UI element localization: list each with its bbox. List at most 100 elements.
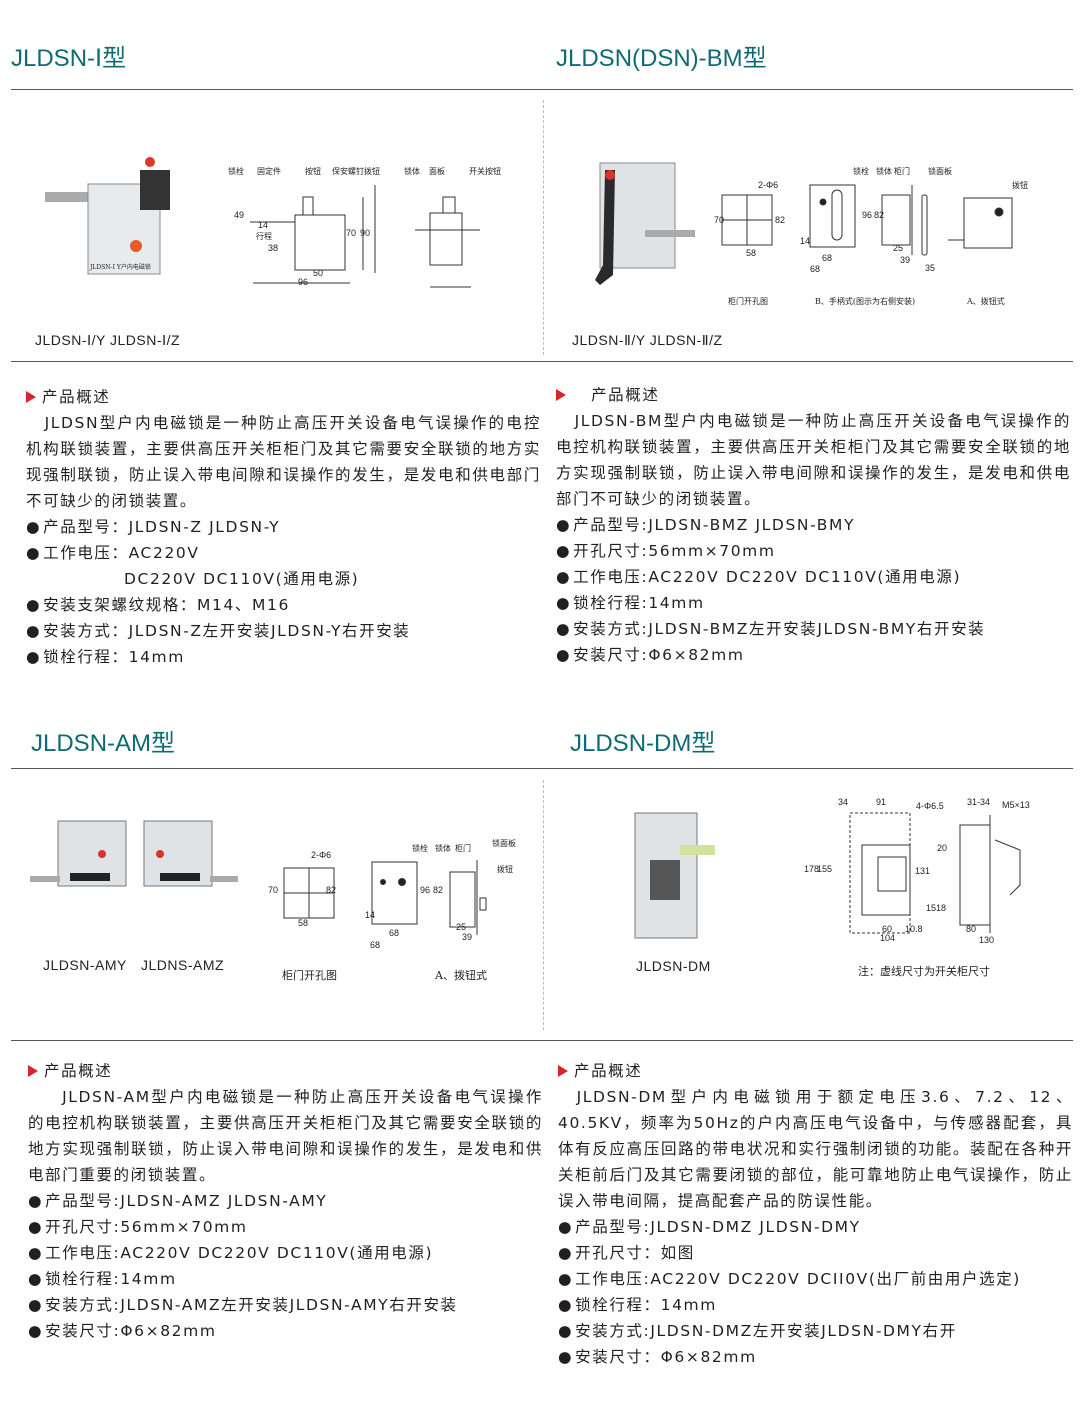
dim-label: 82 [775,215,786,225]
arrow-icon [556,389,566,401]
product-title-i: JLDSN-Ⅰ型 [11,45,127,72]
dim-label: 155 [817,864,833,874]
diagram-label: 锁栓 [228,167,244,176]
spec-item: 安装方式:JLDSN-AMZ左开安装JLDSN-AMY右开安装 [28,1292,543,1318]
diagram-label: 锁面板 [492,839,516,848]
product-caption-i: JLDSN-Ⅰ/Y JLDSN-Ⅰ/Z [35,332,181,348]
photo-label: JLDSN-Ⅰ Y户内电磁锁 [90,264,151,271]
dim-label: 70 [268,885,279,895]
dim-label: 39 [900,255,911,265]
overview-section-dm: 产品概述 JLDSN-DM型户内电磁锁用于额定电压3.6、7.2、12、40.5… [558,1058,1073,1370]
overview-section-i: 产品概述 JLDSN型户内电磁锁是一种防止高压开关设备电气误操作的电控机构联锁装… [26,384,541,670]
diagram-label: 开关按钮 [469,167,501,176]
spec-item: 安装方式：JLDSN-Z左开安装JLDSN-Y右开安装 [26,618,541,644]
product-title-dm: JLDSN-DM型 [570,730,716,757]
spec-item: 安装尺寸:Φ6×82mm [28,1318,543,1344]
product-photo-bm [595,162,695,285]
spec-item: 工作电压：AC220V [26,540,541,566]
overview-heading: 产品概述 [44,1062,113,1080]
spec-item: 产品型号：JLDSN-Z JLDSN-Y [26,514,541,540]
spec-item: 安装尺寸:Φ6×82mm [556,642,1071,668]
diagram-caption: 柜门开孔图 [282,969,337,982]
diagram-label: A、拨钮式 [967,297,1005,306]
spec-item: 锁栓行程：14mm [558,1292,1073,1318]
overview-text: JLDSN型户内电磁锁是一种防止高压开关设备电气误操作的电控机构联锁装置，主要供… [26,414,541,510]
caption-dm: JLDSN-DM [636,958,711,974]
dim-label: 68 [810,264,821,274]
spec-item: 产品型号:JLDSN-DMZ JLDSN-DMY [558,1214,1073,1240]
dim-label: 25 [893,243,904,253]
overview-section-bm: 产品概述 JLDSN-BM型户内电磁锁是一种防止高压开关设备电气误操作的电控机构… [556,382,1071,668]
diagram-label: 面板 [429,167,445,176]
dim-label: 90 [360,228,371,238]
diagram-label: 锁面板 [928,167,952,176]
arrow-icon [558,1065,568,1077]
spec-item: 锁栓行程:14mm [556,590,1071,616]
dim-label: 49 [234,210,245,220]
diagram-label: 锁体 [435,844,451,853]
spec-item-extra: DC220V DC110V(通用电源) [124,570,360,588]
overview-heading: 产品概述 [574,1062,643,1080]
dim-label: 68 [370,940,381,950]
spec-item: 工作电压:AC220V DC220V DCII0V(出厂前由用户选定) [558,1266,1073,1292]
dim-label: 10.8 [905,924,923,934]
diagram-caption: A、拨钮式 [435,969,487,982]
dim-label: 2-Φ6 [311,850,332,860]
caption-amz: JLDNS-AMZ [141,957,225,973]
dim-label: 60 [882,924,893,934]
dim-label: 96 [862,210,873,220]
dim-label: 68 [389,928,400,938]
dim-label: 82 [874,210,885,220]
product-photo-i [45,157,170,275]
dimension-note: 注：虚线尺寸为开关柜尺寸 [858,965,990,978]
diagram-label: 柜门 [455,844,471,853]
spec-item: 产品型号:JLDSN-BMZ JLDSN-BMY [556,512,1071,538]
dim-label: 96 [298,277,309,287]
dim-label: 14 [800,236,811,246]
divider [11,768,1073,769]
dim-label: 104 [880,933,896,943]
dim-label: 2-Φ6 [758,180,779,190]
spec-item: 安装尺寸：Φ6×82mm [558,1344,1073,1370]
dim-label: 14 [258,220,269,230]
spec-item: 锁栓行程：14mm [26,644,541,670]
dim-label: 91 [876,797,887,807]
spec-item: 工作电压:AC220V DC220V DC110V(通用电源) [28,1240,543,1266]
dim-label: 31-34 [967,797,991,807]
overview-heading: 产品概述 [42,388,111,406]
dim-label: 70 [346,228,357,238]
dim-label: 80 [966,924,977,934]
spec-item: 开孔尺寸:56mm×70mm [556,538,1071,564]
product-caption-bm: JLDSN-Ⅱ/Y JLDSN-Ⅱ/Z [572,332,723,348]
divider [11,361,1073,362]
dim-label: 82 [433,885,444,895]
spec-item: 产品型号:JLDSN-AMZ JLDSN-AMY [28,1188,543,1214]
diagram-label: 固定件 [257,167,281,176]
column-divider [543,100,544,355]
spec-item: 工作电压:AC220V DC220V DC110V(通用电源) [556,564,1071,590]
dim-label: 82 [326,885,337,895]
spec-item: 开孔尺寸：如图 [558,1240,1073,1266]
dim-label: 25 [456,922,467,932]
dim-label: 50 [313,268,324,278]
dimension-diagram-dm [849,812,1021,934]
overview-text: JLDSN-BM型户内电磁锁是一种防止高压开关设备电气误操作的电控机构联锁装置，… [556,412,1071,508]
diagram-label: 锁栓 [412,844,428,853]
diagram-label: 拨钮 [497,865,513,874]
dim-label: 58 [298,918,309,928]
spec-item: 安装支架螺纹规格：M14、M16 [26,592,541,618]
spec-item: 开孔尺寸:56mm×70mm [28,1214,543,1240]
divider [11,1040,1073,1041]
product-title-bm: JLDSN(DSN)-BM型 [556,45,767,72]
dim-label: 58 [746,248,757,258]
overview-text: JLDSN-AM型户内电磁锁是一种防止高压开关设备电气误操作的电控机构联锁装置，… [28,1088,543,1184]
dim-label: 178 [804,864,820,874]
spec-item: 安装方式:JLDSN-BMZ左开安装JLDSN-BMY右开安装 [556,616,1071,642]
diagram-label: B、手柄式(图示为右侧安装) [815,297,916,306]
overview-text: JLDSN-DM型户内电磁锁用于额定电压3.6、7.2、12、40.5KV，频率… [558,1088,1073,1210]
overview-heading: 产品概述 [591,386,660,404]
diagram-label: 柜门开孔图 [728,297,768,306]
dim-label: 38 [268,243,279,253]
diagram-label: 锁栓 [853,167,869,176]
spec-item: 安装方式:JLDSN-DMZ左开安装JLDSN-DMY右开 [558,1318,1073,1344]
